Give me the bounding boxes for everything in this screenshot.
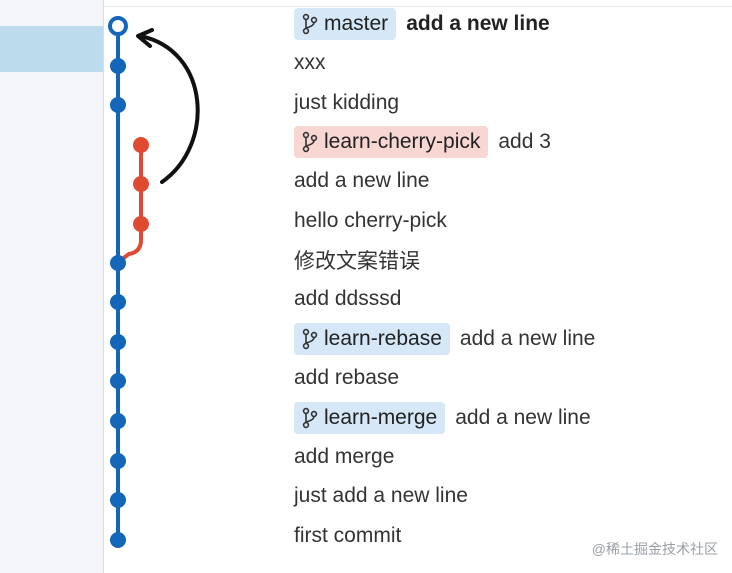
branch-badge-label: learn-cherry-pick xyxy=(324,130,481,154)
commit-message: add a new line xyxy=(406,12,550,35)
watermark: @稀土掘金技术社区 xyxy=(591,541,718,557)
annotation-arrow-head xyxy=(136,28,154,48)
branch-badge[interactable]: learn-merge xyxy=(294,401,446,434)
commit-message: hello cherry-pick xyxy=(294,208,447,232)
commit-row[interactable]: hello cherry-pick xyxy=(294,204,447,238)
commit-row[interactable]: just add a new line xyxy=(294,479,468,513)
commit-message: add ddsssd xyxy=(294,287,402,311)
branch-badge[interactable]: learn-rebase xyxy=(294,322,450,355)
branch-icon xyxy=(302,407,318,428)
branch-icon xyxy=(302,328,318,349)
commit-dot[interactable] xyxy=(110,294,126,310)
annotation-arrow xyxy=(138,34,200,184)
commit-dot[interactable] xyxy=(110,373,126,389)
header-divider xyxy=(104,6,732,7)
head-commit-dot[interactable] xyxy=(108,16,128,36)
commit-message: just add a new line xyxy=(294,484,468,508)
commit-dot[interactable] xyxy=(110,532,126,548)
commit-dot[interactable] xyxy=(110,97,126,113)
branch-icon xyxy=(302,13,318,35)
commit-dot[interactable] xyxy=(133,176,149,192)
cherry-pick-branch-line xyxy=(116,145,143,264)
commit-message: xxx xyxy=(294,51,326,75)
commit-message: add merge xyxy=(294,444,395,468)
commit-message: just kidding xyxy=(294,90,400,114)
commit-row[interactable]: add ddsssd xyxy=(294,282,401,316)
commit-row[interactable]: learn-rebase add a new line xyxy=(294,322,595,356)
cherry-pick-commits xyxy=(133,137,149,232)
commit-row[interactable]: add rebase xyxy=(294,361,399,395)
commit-row[interactable]: 修改文案错误 xyxy=(294,243,420,277)
commit-dot[interactable] xyxy=(133,137,149,153)
commit-dot[interactable] xyxy=(110,413,126,429)
commit-message: add a new line xyxy=(455,405,591,429)
branch-badge-label: learn-rebase xyxy=(324,326,442,350)
commit-message: 修改文案错误 xyxy=(294,250,420,274)
commit-message: add rebase xyxy=(294,366,400,390)
commit-dot[interactable] xyxy=(110,58,126,74)
branch-badge[interactable]: master xyxy=(294,8,397,40)
commit-row[interactable]: learn-merge add a new line xyxy=(294,401,591,435)
commit-dot[interactable] xyxy=(110,492,126,508)
commit-row[interactable]: master add a new line xyxy=(294,7,550,41)
main-branch-commits xyxy=(108,16,128,548)
commit-dot[interactable] xyxy=(110,453,126,469)
commit-row[interactable]: learn-cherry-pick add 3 xyxy=(294,125,551,159)
branch-badge[interactable]: learn-cherry-pick xyxy=(294,126,489,159)
commit-row[interactable]: just kidding xyxy=(294,86,399,120)
commit-dot[interactable] xyxy=(133,216,149,232)
commit-dot[interactable] xyxy=(110,255,126,271)
sidebar-selected-item[interactable] xyxy=(0,26,103,72)
commit-row[interactable]: first commit xyxy=(294,519,401,553)
branch-icon xyxy=(302,131,318,153)
commit-message: first commit xyxy=(294,523,402,547)
commit-message: add a new line xyxy=(459,326,596,350)
commit-row[interactable]: add a new line xyxy=(294,164,429,198)
commit-dot[interactable] xyxy=(110,334,126,350)
branch-badge-label: learn-merge xyxy=(324,405,438,429)
commit-message: add 3 xyxy=(498,130,551,154)
commit-row[interactable]: add merge xyxy=(294,440,394,474)
sidebar xyxy=(0,0,104,573)
commit-message: add a new line xyxy=(294,169,430,193)
branch-badge-label: master xyxy=(324,12,389,35)
commit-row[interactable]: xxx xyxy=(294,46,326,80)
